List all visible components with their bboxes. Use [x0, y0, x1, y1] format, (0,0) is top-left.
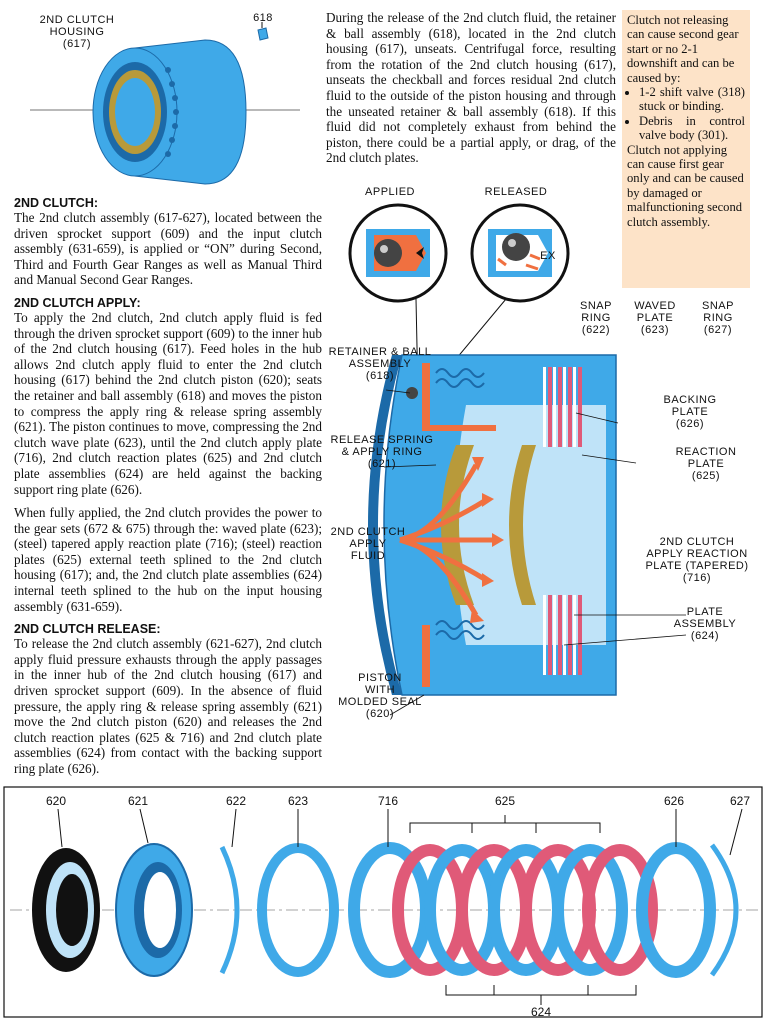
exploded-view — [3, 786, 763, 1018]
section-text-apply: To apply the 2nd clutch, 2nd clutch appl… — [14, 309, 322, 497]
section-heading-apply: 2ND CLUTCH APPLY: — [14, 295, 141, 310]
section-text-clutch: The 2nd clutch assembly (617-627), locat… — [14, 210, 322, 288]
applied-label: APPLIED — [365, 186, 415, 198]
part-label-621: 621 — [128, 794, 149, 808]
troubleshooting-note: Clutch not releasing can cause second ge… — [622, 10, 750, 288]
part-618-label: 618 — [253, 12, 273, 24]
released-callout — [470, 203, 570, 303]
description-column: 2ND CLUTCH: The 2nd clutch assembly (617… — [14, 196, 322, 785]
released-label: RELEASED — [484, 186, 548, 198]
applied-callout — [348, 203, 448, 303]
part-label-716: 716 — [378, 794, 399, 808]
release-description: During the release of the 2nd clutch flu… — [326, 10, 616, 166]
section-text-release: To release the 2nd clutch assembly (621-… — [14, 636, 322, 776]
clutch-cross-section — [348, 203, 687, 716]
ex-label: EX — [540, 250, 556, 262]
clutch-housing-illustration — [30, 22, 300, 185]
part-label-624: 624 — [531, 1005, 552, 1019]
section-heading-release: 2ND CLUTCH RELEASE: — [14, 622, 161, 637]
part-label-623: 623 — [288, 794, 309, 808]
part-label-625: 625 — [495, 794, 516, 808]
part-label-627: 627 — [730, 794, 751, 808]
part-label-626: 626 — [664, 794, 685, 808]
part-label-620: 620 — [46, 794, 67, 808]
section-heading-clutch: 2ND CLUTCH: — [14, 196, 99, 210]
note-bullet: 1-2 shift valve (318) stuck or binding. — [639, 85, 745, 114]
note-intro-apply: Clutch not applying can cause first gear… — [627, 142, 744, 229]
note-intro-release: Clutch not releasing can cause second ge… — [627, 13, 739, 85]
section-text-apply-2: When fully applied, the 2nd clutch provi… — [14, 505, 322, 614]
release-spring-label: RELEASE SPRING& APPLY RING(621) — [330, 434, 434, 470]
note-bullets: 1-2 shift valve (318) stuck or binding. … — [627, 85, 745, 143]
part-label-622: 622 — [226, 794, 247, 808]
note-bullet: Debris in control valve body (301). — [639, 114, 745, 143]
